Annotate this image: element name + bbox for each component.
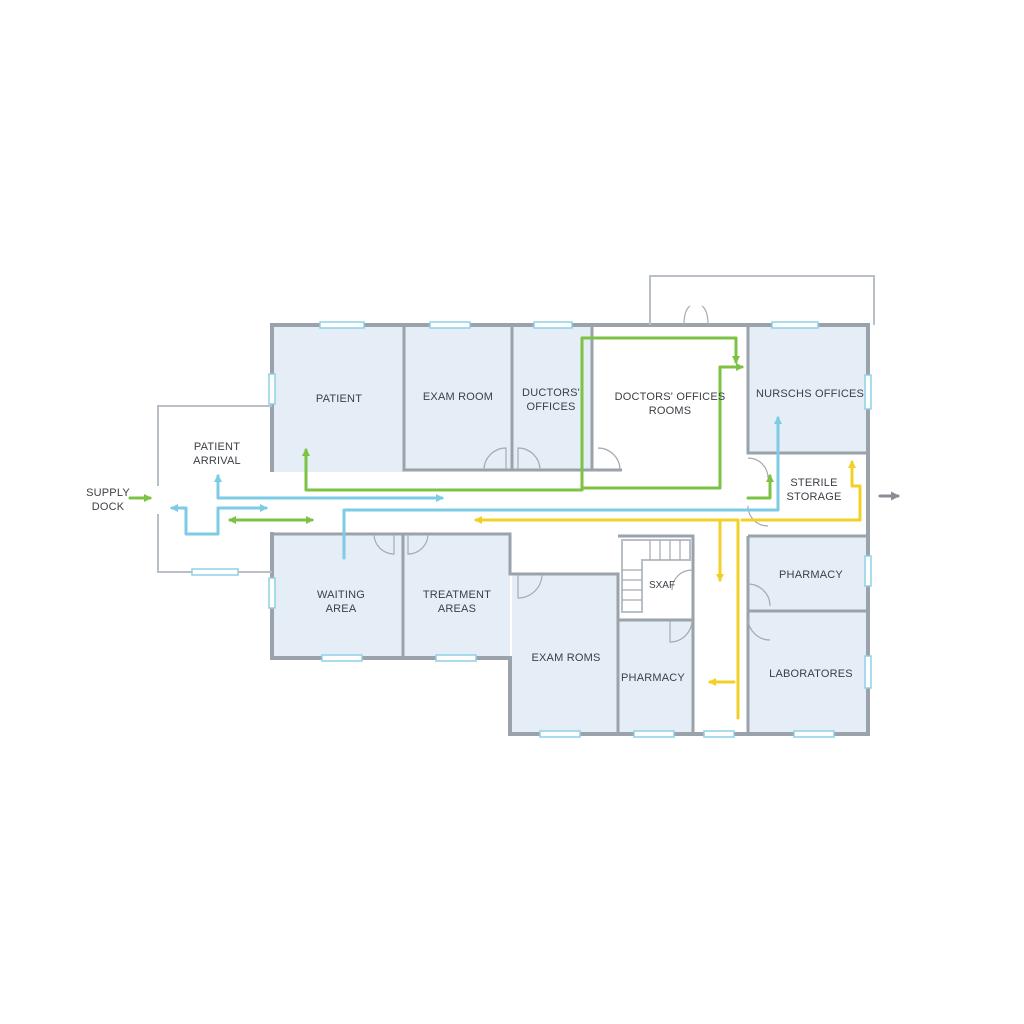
window xyxy=(793,730,835,738)
window xyxy=(864,555,872,587)
door-swing xyxy=(407,533,429,555)
door-swing xyxy=(747,583,771,607)
room-nurses-offices xyxy=(748,325,868,453)
stairs xyxy=(621,539,691,613)
door-swing xyxy=(517,573,543,599)
door-swing xyxy=(671,569,693,591)
stair-outline xyxy=(621,539,691,613)
stair-treads xyxy=(622,540,681,601)
exterior-wall xyxy=(270,323,870,736)
porch-door xyxy=(683,305,709,326)
label-patient: PATIENT xyxy=(316,393,362,405)
label-stair: SXAF xyxy=(649,580,675,591)
window xyxy=(429,321,471,329)
window xyxy=(268,577,276,609)
window xyxy=(319,321,365,329)
label-laboratores: LABORATORES xyxy=(769,668,853,680)
room-exam-roms xyxy=(512,574,618,734)
label-nurses-offices: NURSCHS OFFICES xyxy=(756,388,864,400)
door-swing xyxy=(669,619,693,643)
label-exam-roms: EXAM ROMS xyxy=(531,652,600,664)
window xyxy=(703,730,735,738)
room-waiting-area xyxy=(272,534,403,658)
interior-walls-right xyxy=(746,453,870,734)
blue-route-corridor xyxy=(342,416,782,560)
door-swing xyxy=(597,447,621,471)
room-fills xyxy=(272,325,868,734)
room-laboratores xyxy=(748,611,868,734)
window xyxy=(321,654,363,662)
label-pharmacy-center: PHARMACY xyxy=(621,672,685,684)
walls xyxy=(157,275,875,736)
window xyxy=(771,321,819,329)
porch-outline xyxy=(649,275,875,325)
yellow-route-right xyxy=(740,460,862,522)
door-swing xyxy=(373,533,395,555)
green-route-right xyxy=(746,474,774,500)
entry-wall xyxy=(157,405,272,573)
window xyxy=(864,374,872,410)
label-doctors-offices: DUCTORS'OFFICES xyxy=(522,387,580,413)
label-exam-room: EXAM ROOM xyxy=(423,391,493,403)
label-pharmacy-right: PHARMACY xyxy=(779,569,843,581)
door-swing xyxy=(747,457,769,479)
interior-walls-top xyxy=(402,325,868,472)
blue-route-left xyxy=(170,504,268,536)
window xyxy=(533,321,573,329)
blue-route-main xyxy=(214,474,444,502)
circulation-routes xyxy=(128,336,900,720)
room-treatment-areas xyxy=(403,534,510,658)
room-pharmacy-right xyxy=(748,536,868,611)
window xyxy=(539,730,581,738)
window xyxy=(633,730,675,738)
window xyxy=(435,654,477,662)
interior-walls-bottom xyxy=(272,532,695,734)
window xyxy=(864,655,872,689)
door-swing xyxy=(747,617,771,641)
window xyxy=(268,373,276,405)
green-route-inner xyxy=(580,363,744,490)
room-labels: PATIENT EXAM ROOM DUCTORS'OFFICES DOCTOR… xyxy=(86,387,864,684)
window xyxy=(191,568,239,576)
yellow-route-top xyxy=(474,516,740,720)
windows xyxy=(191,321,872,738)
